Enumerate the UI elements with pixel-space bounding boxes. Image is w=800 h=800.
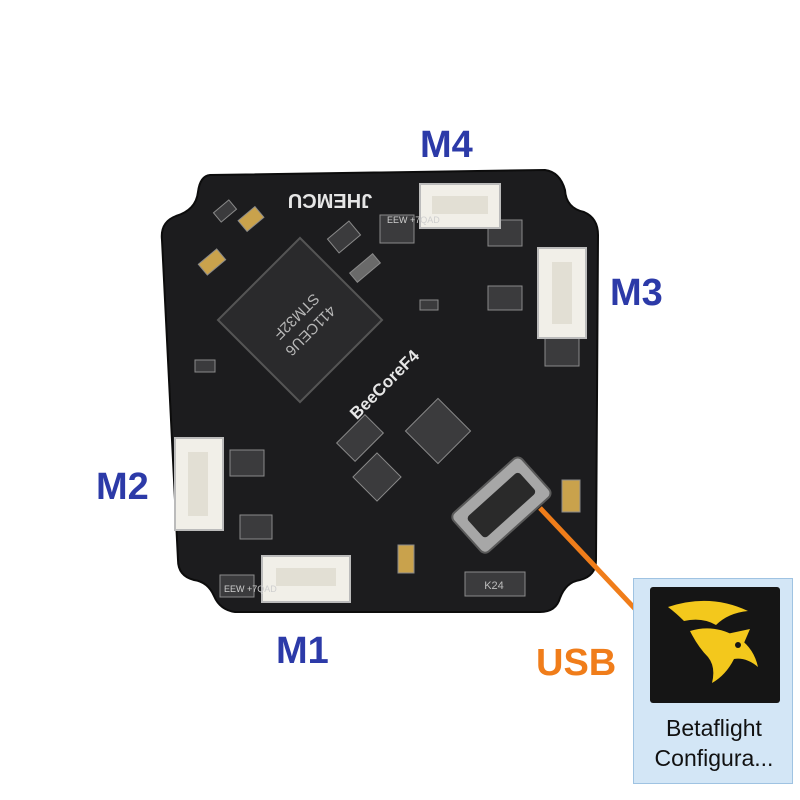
motor-label-m4: M4 bbox=[420, 124, 473, 166]
connector-m3 bbox=[537, 247, 587, 339]
motor-label-m2: M2 bbox=[96, 466, 149, 508]
chip-marking: K24 bbox=[484, 580, 504, 592]
connector-m2 bbox=[174, 437, 224, 531]
motor-label-m1: M1 bbox=[276, 630, 329, 672]
motor-label-m3: M3 bbox=[610, 272, 663, 314]
connector-m1 bbox=[261, 555, 351, 603]
usb-port bbox=[451, 456, 552, 554]
usb-label: USB bbox=[536, 642, 617, 684]
app-name-line2: Configura... bbox=[654, 745, 774, 771]
connector-m4 bbox=[419, 183, 501, 229]
connector-marking-m1: EEW +7QAD bbox=[224, 584, 277, 594]
betaflight-logo-icon bbox=[650, 587, 780, 703]
mcu-chip: STM32F 411CEU6 bbox=[216, 236, 384, 404]
board-brand-text: JHEMCU bbox=[288, 189, 372, 211]
app-name-line1: Betaflight bbox=[666, 715, 762, 741]
betaflight-configurator-shortcut[interactable]: Betaflight Configura... bbox=[633, 578, 793, 784]
smd-components bbox=[194, 199, 581, 598]
connector-marking-m4: EEW +7QAD bbox=[387, 215, 440, 225]
